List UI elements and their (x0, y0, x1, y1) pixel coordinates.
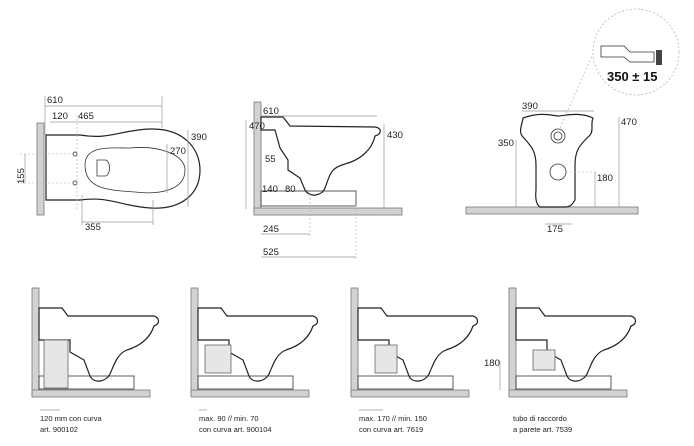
dim-width: 390 (191, 132, 207, 143)
side-view: 610 470 430 55 140 80 245 525 (245, 101, 403, 260)
toilet-plan-outline (45, 128, 201, 209)
wall-flange-icon (656, 50, 662, 65)
detail-callout (592, 8, 680, 96)
dim-connector-height: 180 (484, 358, 500, 369)
dim-outlet-distance: 245 (263, 224, 279, 235)
curve-pipe (374, 344, 398, 374)
caption-line2: con curva art. 7619 (359, 425, 423, 434)
dim-inner-width: 270 (170, 146, 186, 157)
caption-line1: max. 170 // min. 150 (359, 414, 427, 423)
dim-length: 610 (47, 95, 63, 106)
installation-variant-3: max. 170 // min. 150 con curva art. 7619 (350, 287, 479, 434)
front-view: 350 ± 15 390 470 350 180 175 (465, 8, 680, 235)
caption-line2: a parete art. 7539 (513, 425, 572, 434)
connector-pipe-icon (600, 45, 655, 63)
toilet-side-outline (260, 116, 381, 196)
drain-outline (96, 159, 110, 177)
curve-pipe (204, 344, 232, 374)
dim-inlet: 55 (265, 154, 276, 165)
caption-line1: tubo di raccordo (513, 414, 567, 423)
connector-pipe (532, 349, 556, 371)
caption-line2: con curva art. 900104 (199, 425, 272, 434)
installation-variant-2: max. 90 // min. 70 con curva art. 900104 (190, 287, 319, 434)
installation-variant-1: 120 mm con curva art. 900102 (31, 287, 160, 434)
caption-line2: art. 900102 (40, 425, 78, 434)
dim-outlet-height: 180 (597, 173, 613, 184)
installation-variant-4: 180 tubo di raccordo a parete art. 7539 (484, 287, 637, 434)
dim-fixing-spacing: 155 (16, 168, 27, 184)
dim-outlet-diameter: 80 (285, 184, 296, 195)
dim-inlet-height: 350 (498, 138, 514, 149)
caption-line1: max. 90 // min. 70 (199, 414, 259, 423)
dim-height: 470 (249, 121, 265, 132)
dim-width: 390 (522, 101, 538, 112)
dim-drain-to-front: 355 (85, 222, 101, 233)
seat-opening (84, 147, 186, 194)
detail-label: 350 ± 15 (607, 69, 658, 84)
toilet-front-outline (519, 113, 594, 208)
dim-height: 470 (621, 117, 637, 128)
plan-view: 610 120 465 390 270 155 355 (16, 95, 207, 233)
dim-fixing-spacing: 175 (547, 224, 563, 235)
installation-variants: 120 mm con curva art. 900102 max. 90 // … (31, 287, 637, 434)
curve-pipe (43, 339, 69, 389)
dim-rim-height: 430 (387, 130, 403, 141)
dim-outlet-height: 140 (262, 184, 278, 195)
wall (36, 122, 45, 216)
dim-fixing-to-front: 465 (78, 111, 94, 122)
caption-line1: 120 mm con curva (40, 414, 103, 423)
dim-fixing-offset: 120 (52, 111, 68, 122)
dim-projection: 525 (263, 247, 279, 258)
dim-length: 610 (263, 106, 279, 117)
